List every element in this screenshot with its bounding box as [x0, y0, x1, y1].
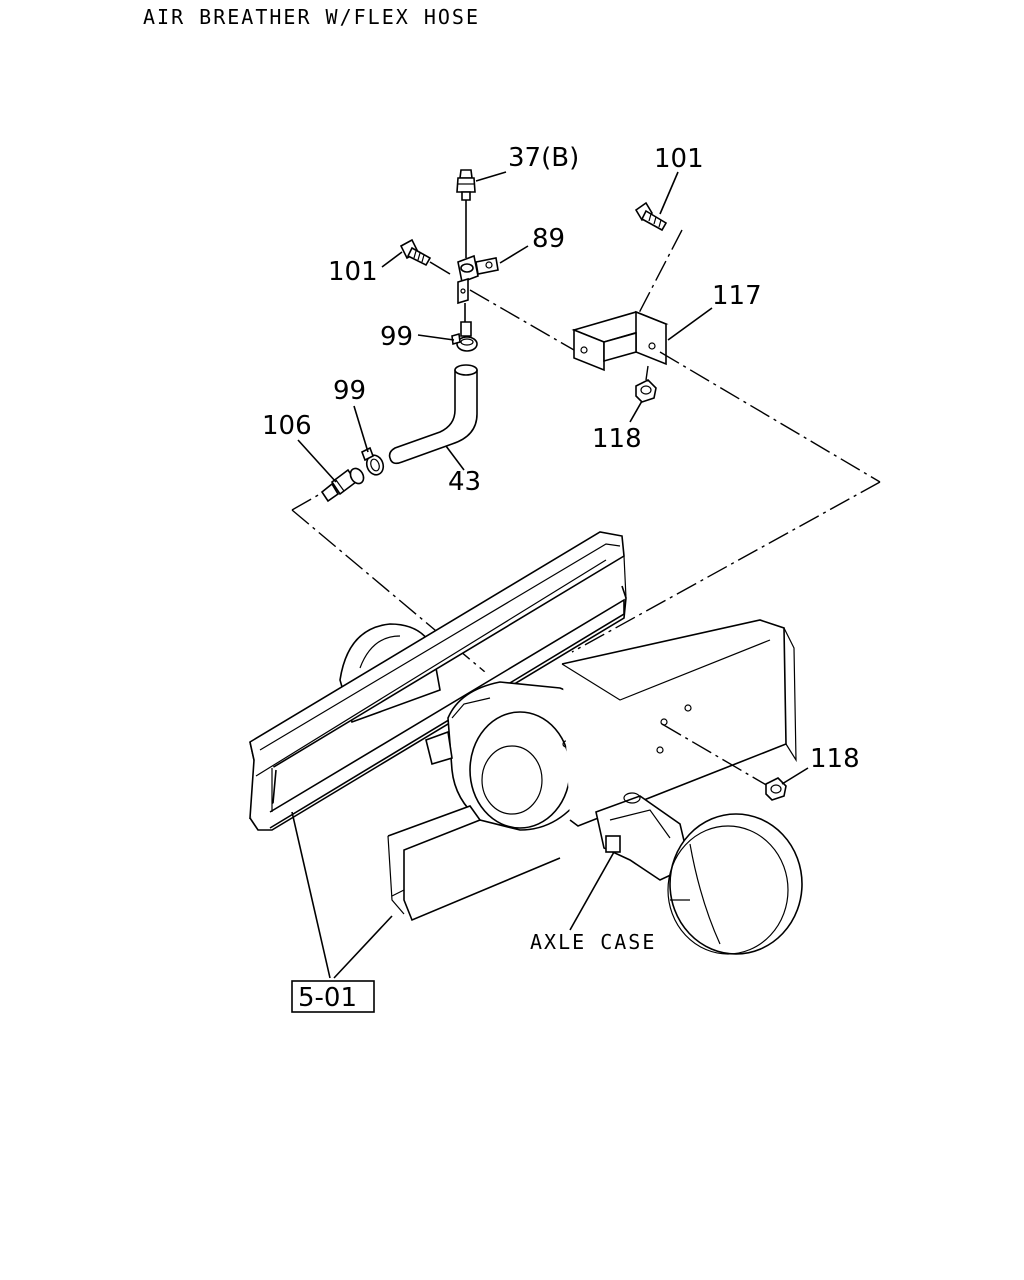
- connector-part-89: [457, 254, 499, 337]
- callout-101-left: 101: [328, 257, 378, 287]
- callout-99-upper: 99: [380, 322, 413, 352]
- callout-43: 43: [448, 467, 481, 497]
- reference-label: 5-01: [298, 983, 357, 1013]
- clamp-part-99-upper: [451, 332, 478, 352]
- callout-118-upper: 118: [592, 424, 642, 454]
- diagram-title: AIR BREATHER W/FLEX HOSE: [143, 5, 480, 29]
- nut-part-118-lower: [661, 723, 787, 801]
- callout-99-lower: 99: [333, 376, 366, 406]
- flex-hose-part-43: [388, 364, 478, 465]
- clamp-part-99-lower: [360, 446, 385, 476]
- bracket-part-117: [571, 310, 669, 372]
- bolt-part-101-right: [634, 201, 668, 232]
- union-fitting-part-106: [320, 467, 365, 503]
- nut-part-118-upper: [635, 365, 657, 403]
- bolt-part-101-left: [399, 238, 451, 275]
- breather-fitting-part-37b: [456, 169, 476, 258]
- callout-101-right: 101: [654, 144, 704, 174]
- reference-box-5-01[interactable]: 5-01: [291, 980, 375, 1013]
- callout-106: 106: [262, 411, 312, 441]
- leader-lines: [291, 171, 809, 979]
- callout-118-lower: 118: [810, 744, 860, 774]
- callout-89: 89: [532, 224, 565, 254]
- bolt-101-right-phantom-line: [625, 229, 683, 339]
- axle-case-label: AXLE CASE: [530, 930, 656, 954]
- callout-37b: 37(B): [508, 143, 579, 173]
- frame-and-axle-assembly: [249, 531, 803, 955]
- callout-117: 117: [712, 281, 762, 311]
